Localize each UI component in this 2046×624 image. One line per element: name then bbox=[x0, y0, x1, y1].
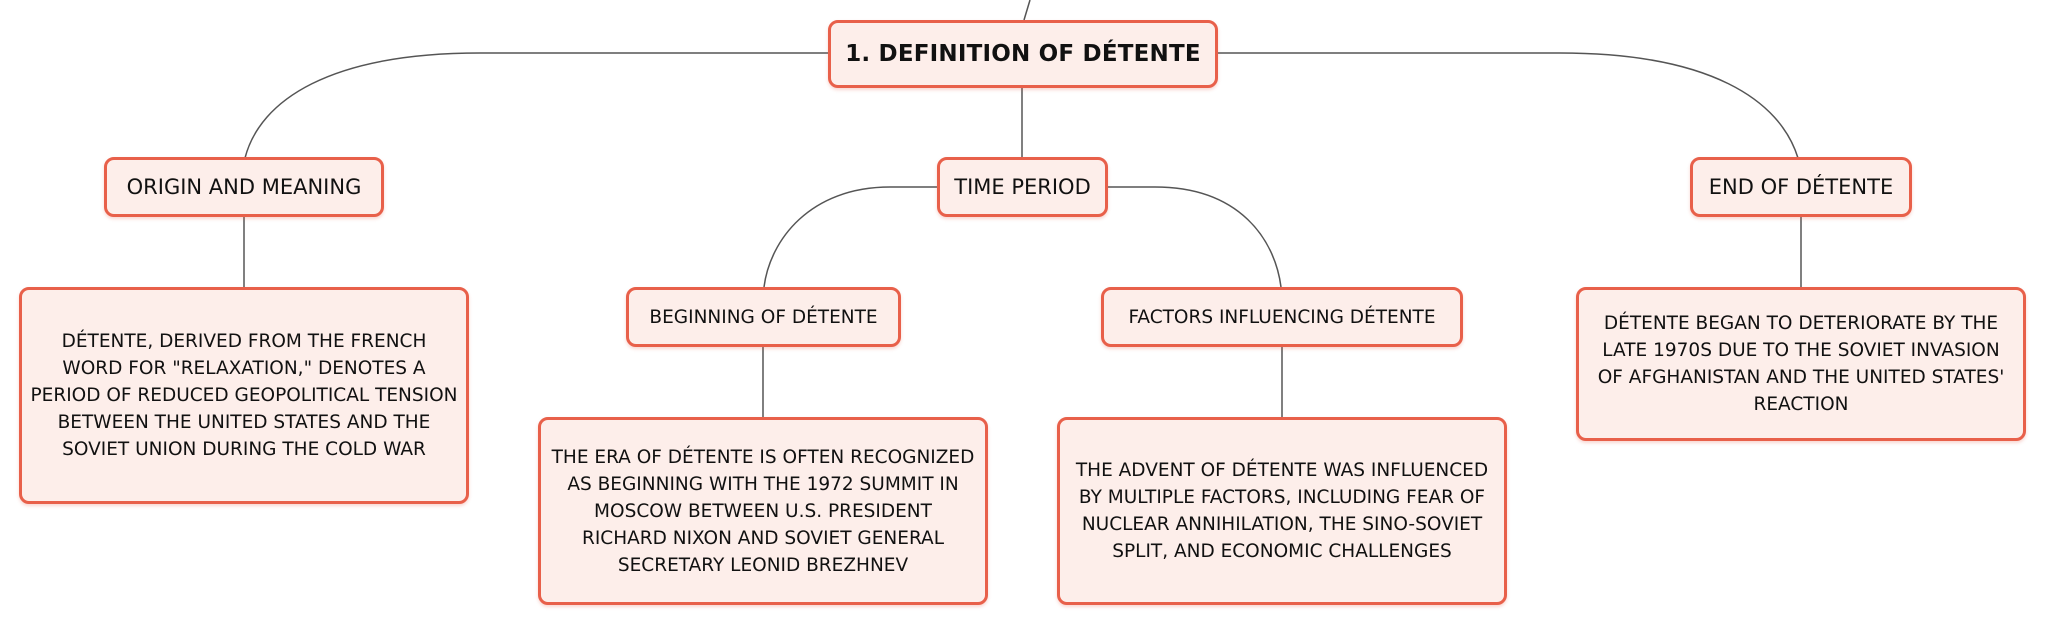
topic-origin-and-meaning[interactable]: ORIGIN AND MEANING bbox=[104, 157, 384, 217]
subtopic-factors-influencing-detente[interactable]: FACTORS INFLUENCING DÉTENTE bbox=[1101, 287, 1463, 347]
detail-origin-and-meaning[interactable]: DÉTENTE, DERIVED FROM THE FRENCH WORD FO… bbox=[19, 287, 469, 504]
topic-time-period[interactable]: TIME PERIOD bbox=[937, 157, 1108, 217]
topic-end-of-detente[interactable]: END OF DÉTENTE bbox=[1690, 157, 1912, 217]
detail-factors-influencing-detente[interactable]: THE ADVENT OF DÉTENTE WAS INFLUENCED BY … bbox=[1057, 417, 1507, 605]
connector-root-to-origin bbox=[244, 52, 828, 159]
detail-end-of-detente[interactable]: DÉTENTE BEGAN TO DETERIORATE BY THE LATE… bbox=[1576, 287, 2026, 441]
root-topic-label: 1. DEFINITION OF DÉTENTE bbox=[845, 41, 1201, 67]
detail-origin-text: DÉTENTE, DERIVED FROM THE FRENCH WORD FO… bbox=[30, 331, 458, 460]
topic-end-label: END OF DÉTENTE bbox=[1708, 175, 1894, 199]
connector-time-to-beginning bbox=[763, 186, 937, 288]
root-topic[interactable]: 1. DEFINITION OF DÉTENTE bbox=[828, 20, 1218, 88]
connector-root-to-end bbox=[1218, 52, 1799, 159]
detail-factors-text: THE ADVENT OF DÉTENTE WAS INFLUENCED BY … bbox=[1075, 460, 1489, 562]
subtopic-beginning-label: BEGINNING OF DÉTENTE bbox=[649, 306, 878, 328]
subtopic-factors-label: FACTORS INFLUENCING DÉTENTE bbox=[1128, 306, 1436, 328]
topic-time-period-label: TIME PERIOD bbox=[954, 175, 1091, 199]
topic-origin-label: ORIGIN AND MEANING bbox=[126, 175, 362, 199]
detail-end-text: DÉTENTE BEGAN TO DETERIORATE BY THE LATE… bbox=[1597, 313, 2005, 415]
connector-parent-to-root bbox=[1023, 0, 1031, 21]
detail-beginning-text: THE ERA OF DÉTENTE IS OFTEN RECOGNIZED A… bbox=[551, 446, 975, 576]
detail-beginning-of-detente[interactable]: THE ERA OF DÉTENTE IS OFTEN RECOGNIZED A… bbox=[538, 417, 988, 605]
subtopic-beginning-of-detente[interactable]: BEGINNING OF DÉTENTE bbox=[626, 287, 901, 347]
connector-time-to-factors bbox=[1108, 186, 1282, 288]
